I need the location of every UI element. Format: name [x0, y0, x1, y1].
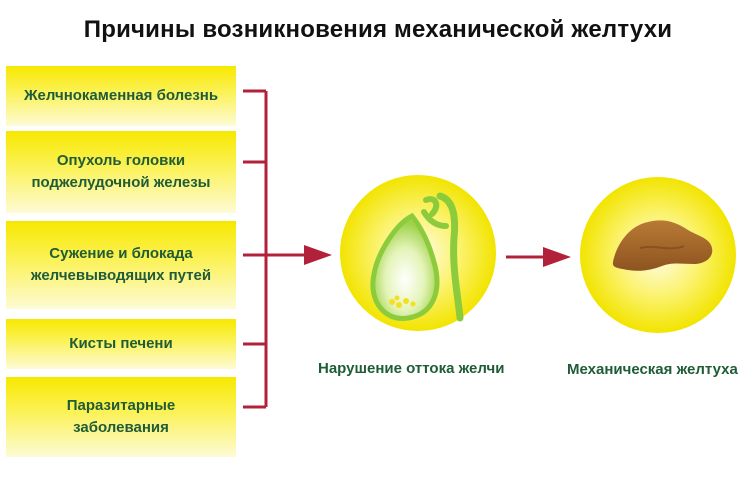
cause-box-liver-cysts: Кисты печени [6, 319, 236, 369]
step-label-obstructive-jaundice: Механическая желтуха [567, 361, 738, 378]
cause-label-line-2: заболевания [73, 419, 169, 436]
cause-label-line-1: Сужение и блокада [49, 245, 193, 262]
cause-label-line-2: желчевыводящих путей [30, 267, 212, 284]
cause-label-line-1: Опухоль головки [56, 152, 186, 169]
cause-box-pancreatic-tumor: Опухоль головки поджелудочной железы [6, 131, 236, 213]
cause-box-gallstone-disease: Желчнокаменная болезнь [6, 66, 236, 126]
arrow-icon [304, 245, 332, 265]
step-label-bile-flow-disruption: Нарушение оттока желчи [318, 360, 505, 377]
cause-label-line-1: Паразитарные [66, 397, 176, 414]
cause-box-parasitic-diseases: Паразитарные заболевания [6, 377, 236, 457]
gallbladder-icon [370, 192, 464, 322]
cause-label: Желчнокаменная болезнь [23, 87, 219, 104]
arrow-icon [543, 247, 571, 267]
bracket-connector [243, 89, 306, 409]
liver-icon [612, 220, 713, 271]
diagram-title: Причины возникновения механической желту… [83, 16, 673, 43]
cause-label-line-2: поджелудочной железы [31, 174, 211, 191]
cause-label: Кисты печени [69, 335, 173, 352]
cause-box-bile-duct-stricture: Сужение и блокада желчевыводящих путей [6, 221, 236, 309]
